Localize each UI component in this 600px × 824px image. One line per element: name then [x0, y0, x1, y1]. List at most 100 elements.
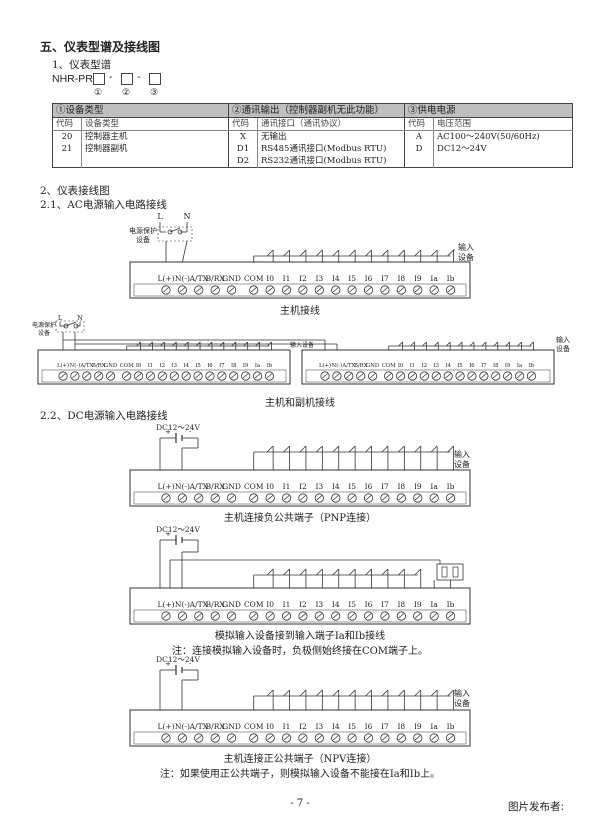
cell-comm: RS232通讯接口(Modbus RTU)	[257, 155, 405, 168]
screw-slot	[349, 613, 356, 619]
wire	[65, 321, 77, 327]
terminal-label: I1	[283, 482, 291, 491]
terminal-label: A/TX	[189, 600, 209, 609]
screw-slot	[398, 287, 405, 293]
wire	[243, 341, 248, 347]
label-L: L	[58, 314, 63, 322]
minus-sign: -	[189, 530, 192, 538]
terminal-label: B/RX	[354, 363, 368, 369]
wire	[316, 689, 323, 697]
terminal-label: I6	[469, 363, 475, 369]
terminal-label: I1	[283, 274, 291, 283]
screw-slot	[179, 287, 186, 293]
cell-code: X	[228, 130, 258, 143]
screw-slot	[316, 287, 323, 293]
screw-slot	[212, 287, 219, 293]
screw-slot	[398, 495, 405, 501]
screw-slot	[60, 373, 66, 379]
screw-slot	[123, 373, 130, 379]
wire	[219, 341, 225, 347]
terminal-label: I1	[283, 600, 291, 609]
terminal-label: I8	[397, 482, 405, 491]
label-L: L	[157, 212, 163, 221]
model-marker-3: ③	[150, 88, 159, 98]
wire	[348, 249, 356, 257]
terminal-label: Ib	[447, 722, 455, 731]
terminal-label: I4	[332, 722, 340, 731]
model-sep-1: -	[109, 71, 113, 83]
model-prefix: NHR-PR	[52, 73, 93, 85]
cell-device: 控制器副机	[81, 143, 229, 155]
screw-slot	[230, 373, 237, 379]
wire	[365, 249, 372, 257]
terminal-label: I4	[445, 363, 451, 369]
screw-slot	[266, 373, 273, 379]
terminal-label: L(+)	[157, 600, 174, 609]
screw-slot	[163, 735, 169, 741]
cell-comm: RS485通讯接口(Modbus RTU)	[257, 143, 405, 155]
screw-slot	[159, 373, 166, 379]
terminal-label: I5	[348, 600, 356, 609]
input-label: 输入	[458, 242, 474, 252]
terminal-label: I2	[422, 363, 427, 369]
terminal-label: A/TX	[189, 274, 209, 283]
analog-device	[436, 563, 464, 581]
screw-slot	[332, 287, 339, 293]
terminal-label: Ia	[430, 600, 438, 609]
terminal-label: I5	[457, 363, 462, 369]
screw-slot	[357, 373, 364, 379]
wire	[365, 689, 372, 697]
screw-slot	[195, 373, 201, 379]
wire	[381, 445, 389, 453]
wire	[171, 341, 177, 347]
wire	[195, 341, 201, 347]
terminal-label: I5	[348, 722, 356, 731]
terminal-label: N(-)	[175, 600, 190, 609]
terminal-label: I0	[266, 600, 274, 609]
model-marker-2: ②	[122, 88, 131, 98]
wire	[316, 445, 323, 453]
label-N: N	[77, 314, 83, 322]
screw-slot	[447, 287, 454, 293]
screw-slot	[365, 613, 372, 619]
terminal-strip	[305, 369, 551, 383]
screw-slot	[300, 495, 306, 501]
screw-slot	[414, 735, 421, 741]
wire	[381, 689, 389, 697]
wire	[457, 341, 463, 347]
cell-voltage: DC12～24V	[433, 143, 573, 155]
wire	[414, 249, 422, 257]
wire	[414, 445, 422, 453]
wire	[299, 689, 307, 697]
screw-slot	[447, 735, 454, 741]
terminal-label: N(-)	[175, 482, 190, 491]
terminal-label: I2	[299, 482, 307, 491]
screw-slot	[300, 735, 306, 741]
screw-slot	[195, 495, 202, 501]
caption-main-sub: 主机和副机接线	[265, 398, 335, 409]
wire	[332, 249, 340, 257]
screw-slot	[504, 373, 511, 379]
screw-slot	[163, 287, 169, 293]
screw-slot	[254, 373, 261, 379]
screw-slot	[300, 287, 306, 293]
caption-main: 主机接线	[280, 306, 320, 317]
wire	[505, 341, 510, 347]
terminal-label: I2	[299, 722, 307, 731]
screw-slot	[492, 373, 499, 379]
terminal-label: I8	[397, 274, 405, 283]
ac-title: 2.1、AC电源输入电路接线	[40, 199, 167, 211]
wire	[332, 568, 340, 576]
terminal-label: COM	[382, 363, 396, 369]
screw-slot	[72, 373, 78, 379]
terminal-label: Ib	[267, 363, 273, 369]
screw-slot	[316, 735, 323, 741]
input-label: 设备	[454, 698, 470, 708]
terminal-label: Ia	[255, 363, 261, 369]
input-label: 输入设备	[290, 341, 314, 349]
wire	[266, 445, 274, 453]
wire	[299, 568, 307, 576]
cell-voltage: AC100～240V(50/60Hz)	[433, 130, 573, 143]
terminal-label: I1	[283, 722, 291, 731]
terminal-label: Ib	[447, 600, 455, 609]
